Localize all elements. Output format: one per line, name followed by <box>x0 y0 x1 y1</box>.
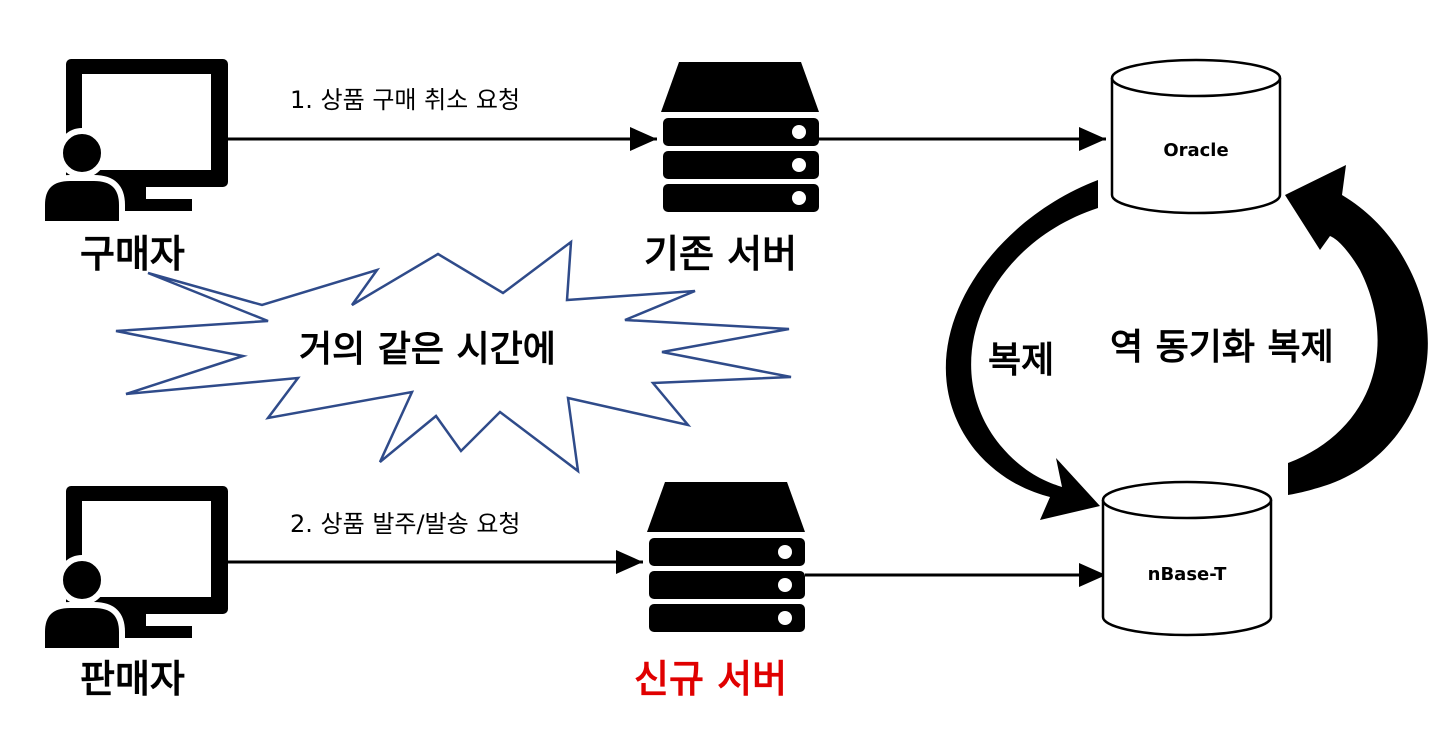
oracle-db-icon <box>1110 58 1282 215</box>
reverse-replication-label: 역 동기화 복제 <box>1110 327 1334 368</box>
burst-shape <box>115 239 792 474</box>
request-label-2: 2. 상품 발주/발송 요청 <box>290 510 521 538</box>
old-server-label: 기존 서버 <box>644 232 798 276</box>
old-server-icon <box>661 62 819 212</box>
replication-label: 복제 <box>988 340 1055 381</box>
burst-text: 거의 같은 시간에 <box>299 329 556 370</box>
seller-label: 판매자 <box>80 657 185 701</box>
request-label-1: 1. 상품 구매 취소 요청 <box>290 86 521 114</box>
nbase-label: nBase-T <box>1147 564 1227 585</box>
buyer-computer-icon <box>39 59 228 227</box>
new-server-label: 신규 서버 <box>634 657 788 701</box>
nbase-db-icon <box>1101 480 1273 637</box>
oracle-label: Oracle <box>1163 140 1229 161</box>
replication-arrow <box>945 180 1100 520</box>
buyer-label: 구매자 <box>80 232 185 276</box>
new-server-icon <box>647 482 805 632</box>
reverse-replication-arrow <box>1285 165 1428 495</box>
seller-computer-icon <box>39 486 228 654</box>
